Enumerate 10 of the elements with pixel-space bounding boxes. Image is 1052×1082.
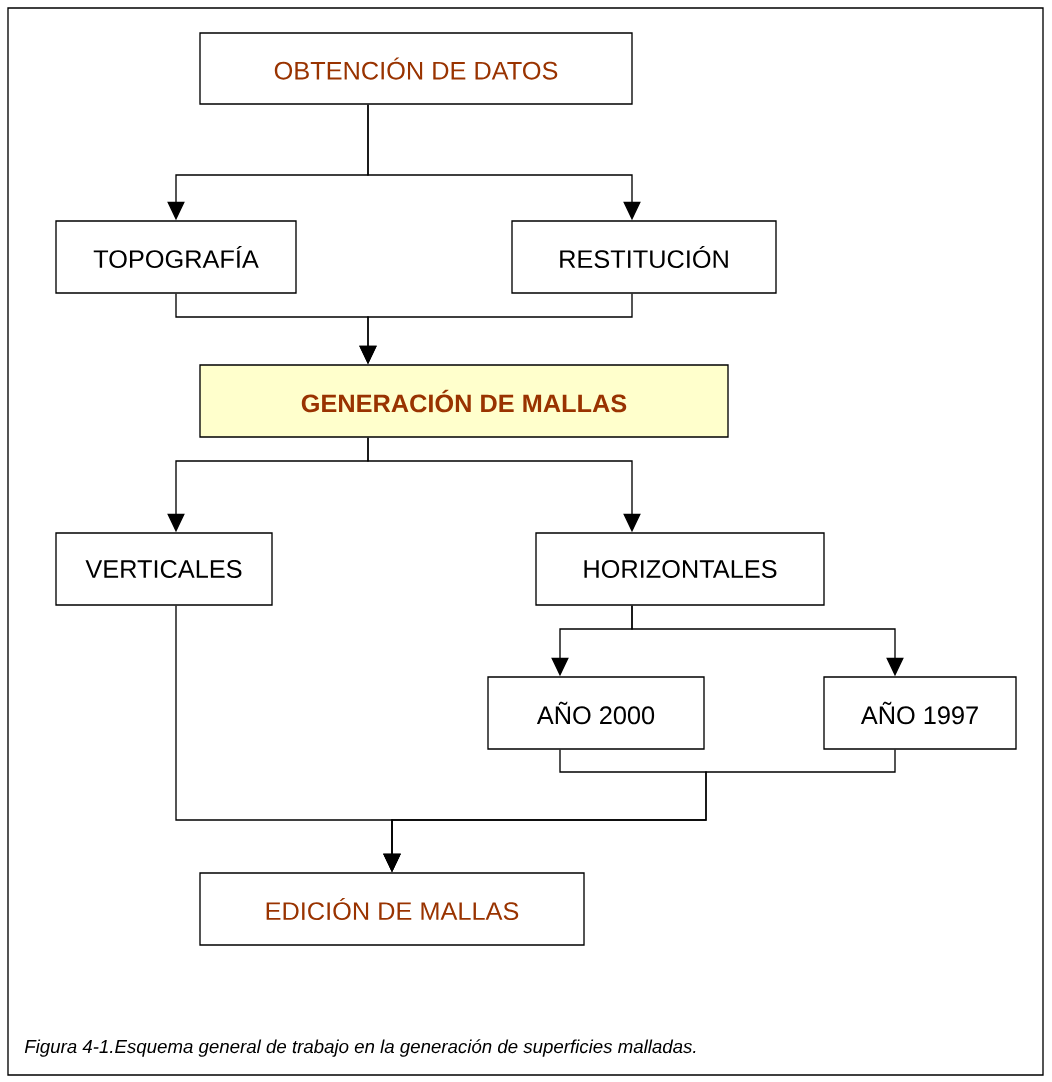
process-box: VERTICALES bbox=[55, 532, 273, 606]
process-box: AÑO 1997 bbox=[823, 676, 1017, 750]
process-box: HORIZONTALES bbox=[535, 532, 825, 606]
caption: Figura 4-1.Esquema general de trabajo en la generación de superficies malladas. bbox=[24, 1039, 696, 1057]
process-box: AÑO 2000 bbox=[487, 676, 705, 750]
process-box: TOPOGRAFÍA bbox=[55, 220, 297, 294]
highlighted-box: GENERACIÓN DE MALLAS bbox=[199, 364, 729, 438]
process-box: EDICIÓN DE MALLAS bbox=[199, 872, 585, 946]
process-box: OBTENCIÓN DE DATOS bbox=[199, 32, 633, 105]
process-box: RESTITUCIÓN bbox=[511, 220, 777, 294]
